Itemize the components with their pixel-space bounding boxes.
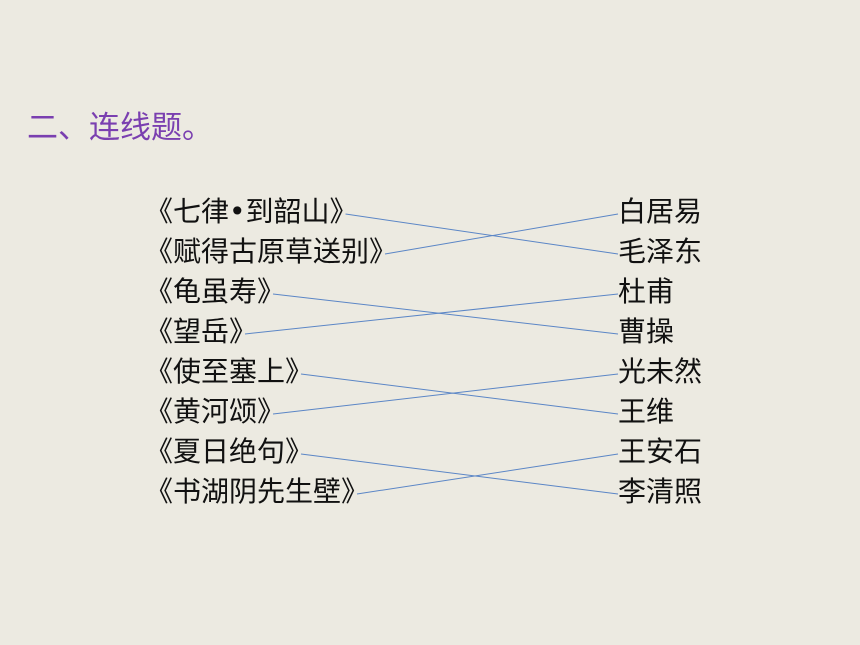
connector-line xyxy=(384,213,619,255)
poem-item: 《书湖阴先生壁》 xyxy=(145,475,370,508)
author-item: 曹操 xyxy=(618,315,675,348)
poem-item: 《望岳》 xyxy=(145,315,258,348)
poem-item: 《夏日绝句》 xyxy=(145,435,314,468)
poem-list: 《七律•到韶山》 《赋得古原草送别》 《龟虽寿》 《望岳》 《使至塞上》 《黄河… xyxy=(145,192,397,512)
author-list: 白居易 毛泽东 杜甫 曹操 光未然 王维 王安石 李清照 xyxy=(618,192,702,512)
author-item: 杜甫 xyxy=(618,275,675,308)
poem-item: 《七律•到韶山》 xyxy=(145,195,358,228)
author-item: 光未然 xyxy=(618,355,703,388)
author-item: 白居易 xyxy=(618,195,703,228)
poem-item: 《黄河颂》 xyxy=(145,395,286,428)
question-heading: 二、连线题。 xyxy=(27,110,213,146)
author-item: 王维 xyxy=(618,395,675,428)
poem-item: 《龟虽寿》 xyxy=(145,275,286,308)
author-item: 李清照 xyxy=(618,475,703,508)
poem-item: 《使至塞上》 xyxy=(145,355,314,388)
author-item: 毛泽东 xyxy=(618,235,703,268)
poem-item: 《赋得古原草送别》 xyxy=(145,235,398,268)
author-item: 王安石 xyxy=(618,435,703,468)
